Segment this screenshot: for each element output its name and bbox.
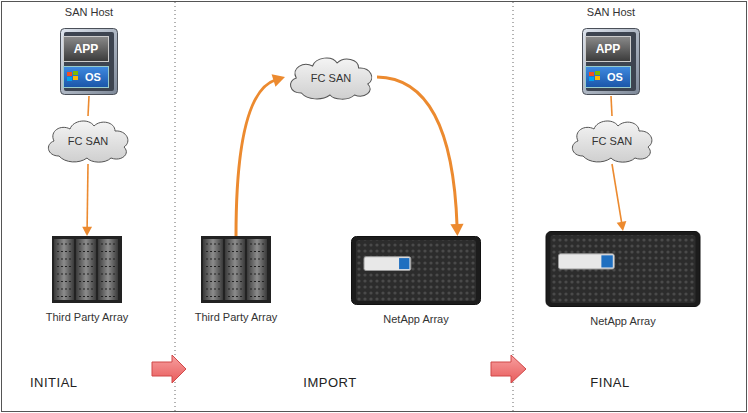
app-box: APP xyxy=(63,36,109,62)
netapp-array-picture xyxy=(350,236,482,305)
netapp-array-picture xyxy=(545,231,701,307)
network-label: FC SAN xyxy=(592,135,632,147)
device-label: SAN Host xyxy=(559,6,663,18)
san-host: SAN HostAPP OS xyxy=(559,6,663,96)
fc-san-cloud: FC SAN xyxy=(567,116,657,164)
step-arrow xyxy=(152,355,186,383)
network-label: FC SAN xyxy=(68,135,108,147)
fc-san-cloud: FC SAN xyxy=(43,116,133,164)
fc-connection xyxy=(612,164,626,231)
fc-san-cloud: FC SAN xyxy=(285,53,377,101)
layer-label: OS xyxy=(71,71,101,83)
phase-label: INITIAL xyxy=(30,375,78,390)
fc-connection xyxy=(88,96,89,116)
step-arrow xyxy=(491,355,526,383)
app-box: APP xyxy=(585,36,631,62)
third-party-array-picture xyxy=(37,236,137,303)
device-label: SAN Host xyxy=(37,6,141,18)
device-label: NetApp Array xyxy=(347,313,485,325)
os-box: OS xyxy=(585,66,631,88)
fc-connection xyxy=(236,74,285,236)
device-label: Third Party Array xyxy=(183,311,289,323)
panel-divider xyxy=(175,2,176,411)
network-label: FC SAN xyxy=(311,72,351,84)
phase-label: FINAL xyxy=(590,375,629,390)
netapp-array: NetApp Array xyxy=(347,236,485,330)
phase-label: IMPORT xyxy=(303,375,356,390)
panel-divider xyxy=(513,2,514,411)
fc-connection xyxy=(377,77,464,236)
layer-label: APP xyxy=(74,42,99,56)
third-party-array: Third Party Array xyxy=(183,236,289,330)
san-host: SAN HostAPP OS xyxy=(37,6,141,96)
device-label: Third Party Array xyxy=(34,311,140,323)
netapp-array: NetApp Array xyxy=(542,231,704,330)
layer-label: OS xyxy=(593,71,623,83)
third-party-array-picture xyxy=(186,236,286,303)
fc-connection xyxy=(611,96,612,116)
device-label: NetApp Array xyxy=(542,315,704,327)
third-party-array: Third Party Array xyxy=(34,236,140,330)
layer-label: APP xyxy=(596,42,621,56)
os-box: OS xyxy=(63,66,109,88)
fc-connection xyxy=(82,164,92,236)
